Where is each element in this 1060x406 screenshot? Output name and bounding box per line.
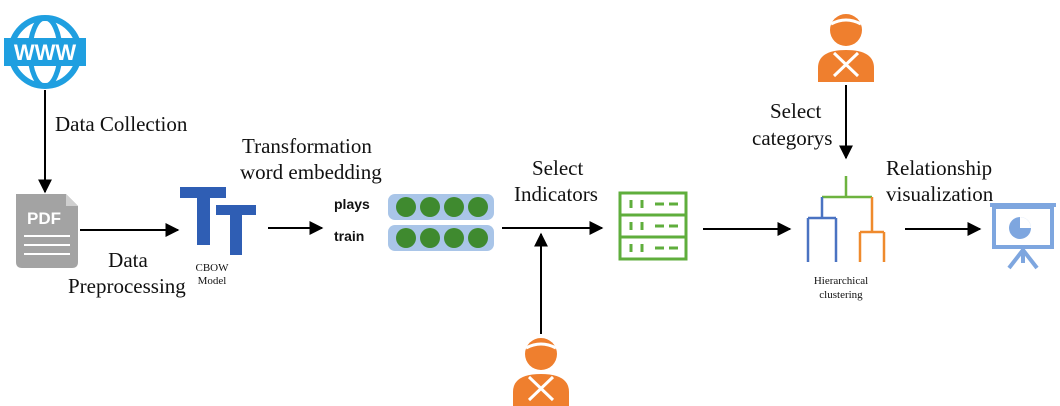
label-relationship-2: visualization [886,182,994,206]
embedding-vectors-icon [388,194,494,251]
label-hierarchical-1: Hierarchical [813,275,869,287]
label-select-indicators-2: Indicators [514,182,598,206]
label-data-preprocessing-2: Preprocessing [68,274,186,298]
server-table-icon [618,191,688,261]
label-select-indicators-1: Select [532,156,584,180]
person-icon [513,338,569,406]
svg-text:PDF: PDF [27,209,61,228]
person-icon [818,14,874,82]
label-data-preprocessing-1: Data [108,248,148,272]
label-data-collection: Data Collection [55,112,188,136]
word-train: train [334,228,365,244]
text-tt-icon [180,187,256,255]
label-select-categorys-1: Select [770,99,822,123]
label-cbow-1: CBOW [195,262,229,274]
pdf-document-icon: PDF [16,194,78,268]
label-relationship-1: Relationship [886,156,993,180]
presentation-board-icon [990,203,1056,270]
label-transformation-1: Transformation [242,134,372,158]
label-select-categorys-2: categorys [752,126,833,150]
dendrogram-icon [806,176,886,262]
globe-www-icon: WWW [4,15,86,89]
svg-text:WWW: WWW [14,40,77,65]
label-cbow-2: Model [197,275,227,287]
label-hierarchical-2: clustering [819,289,863,301]
label-transformation-2: word embedding [240,160,382,184]
word-plays: plays [334,196,370,212]
